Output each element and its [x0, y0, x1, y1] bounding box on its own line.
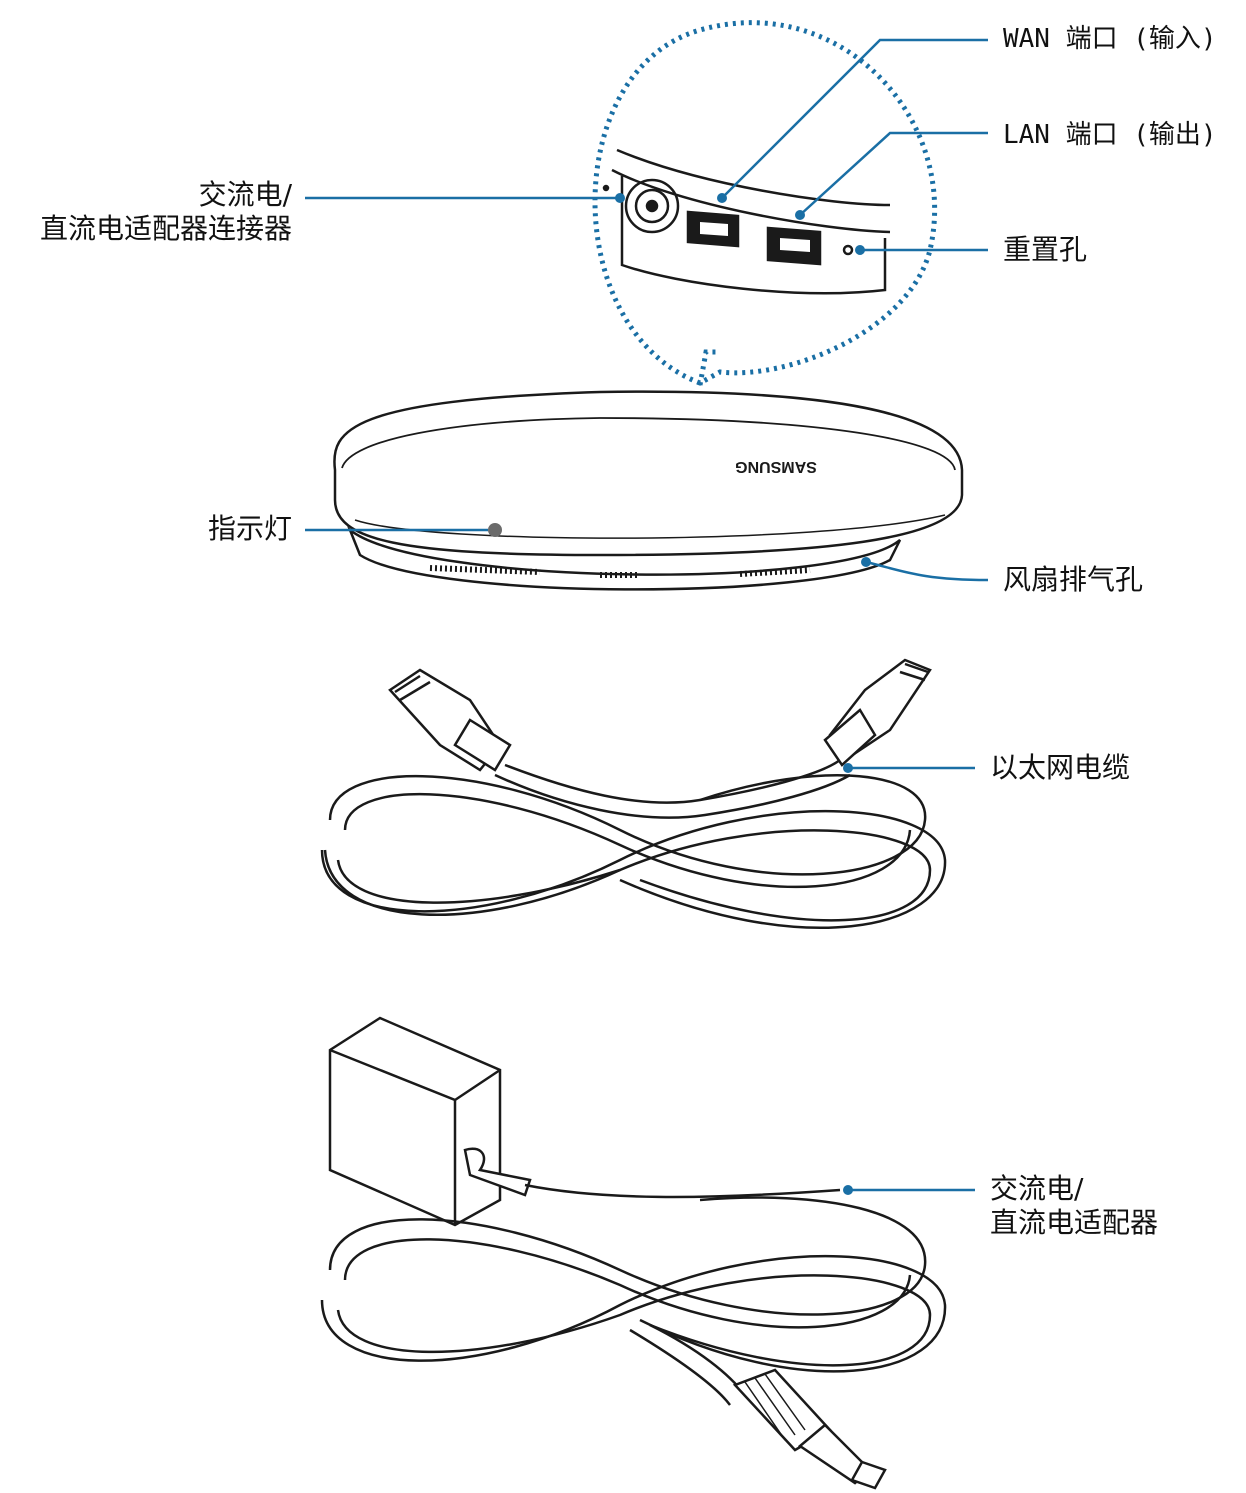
zoom-callout-circle	[592, 20, 938, 386]
label-ethernet-cable: 以太网电缆	[990, 751, 1131, 784]
label-adapter-connector-line2: 直流电适配器连接器	[39, 212, 292, 245]
callout-dots	[615, 193, 871, 1195]
dc-jack-icon	[624, 178, 680, 234]
label-fan-vent: 风扇排气孔	[1003, 563, 1144, 596]
label-adapter-line1: 交流电/	[990, 1172, 1084, 1205]
rj45-connector-right-icon	[823, 658, 932, 767]
lan-port-icon	[766, 226, 822, 266]
port-closeup	[602, 148, 891, 295]
label-indicator: 指示灯	[207, 512, 292, 545]
fan-vent-icon	[429, 565, 811, 578]
label-lan-port: LAN 端口 (输出)	[1003, 120, 1217, 150]
wan-port-icon	[686, 210, 740, 248]
callout-lines	[305, 38, 989, 1192]
label-wan-port: WAN 端口 (输入)	[1003, 24, 1217, 54]
reset-hole-icon	[842, 244, 854, 256]
label-adapter-line2: 直流电适配器	[990, 1206, 1159, 1239]
ac-adapter-illustration	[320, 1016, 947, 1490]
rj45-connector-left-icon	[388, 668, 512, 772]
label-reset-hole: 重置孔	[1003, 233, 1088, 266]
ethernet-cable-illustration	[320, 658, 947, 930]
indicator-light-icon	[488, 523, 502, 537]
router-illustration: SAMSUNG	[333, 390, 964, 591]
dc-plug-icon	[732, 1368, 887, 1490]
label-adapter-connector-line1: 交流电/	[198, 178, 292, 211]
brand-logo: SAMSUNG	[735, 458, 817, 475]
